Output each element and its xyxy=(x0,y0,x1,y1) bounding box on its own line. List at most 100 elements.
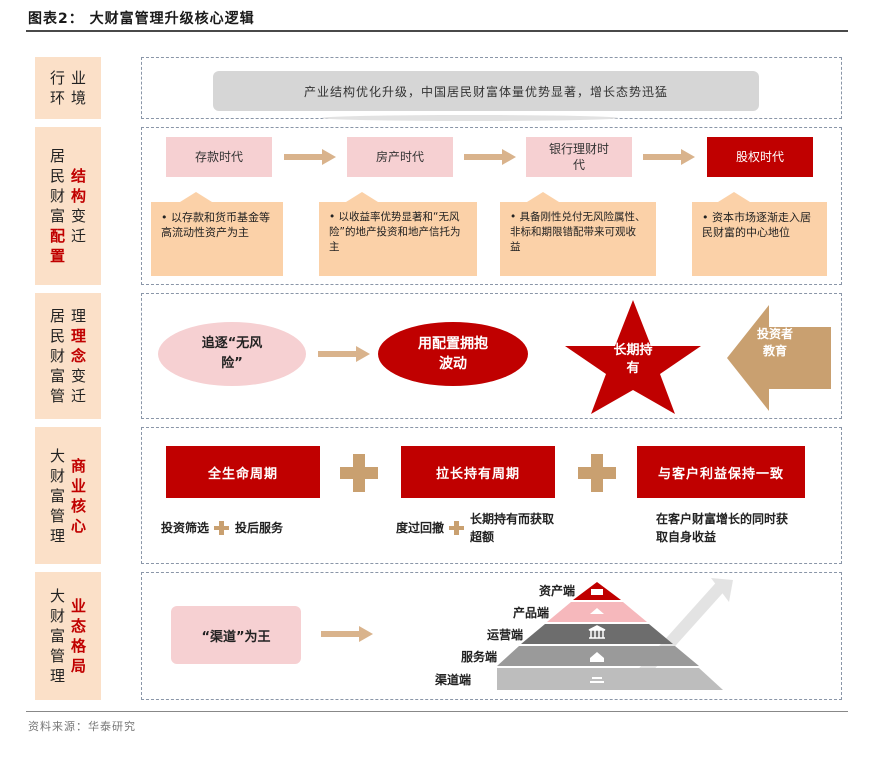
sub-holding-period: 度过回撤 长期持有而获取超额 xyxy=(396,510,558,546)
channel-pill: “渠道”为王 xyxy=(171,606,301,664)
plus-small-icon xyxy=(449,521,465,535)
home-icon xyxy=(590,608,604,614)
side-char: 境 xyxy=(71,89,87,107)
callout-deposit: • 以存款和货币基金等高流动性资产为主 xyxy=(151,202,283,276)
source-note: 资料来源：华泰研究 xyxy=(28,720,136,733)
callout-notch xyxy=(180,192,212,202)
arrow-right-icon xyxy=(321,626,373,642)
title-divider xyxy=(26,30,848,32)
side-char: 管 xyxy=(49,647,65,665)
era-deposit: 存款时代 xyxy=(166,137,272,177)
sub-item: 度过回撤 xyxy=(396,521,445,535)
side-char: 居 xyxy=(49,147,65,165)
callout-notch xyxy=(346,192,378,202)
side-label-layout: 大 财 富 管 理 业 态 格 局 xyxy=(35,572,101,700)
side-char: 配 xyxy=(49,227,65,245)
side-char: 理 xyxy=(49,667,65,685)
side-char: 环 xyxy=(49,89,65,107)
side-char: 富 xyxy=(49,627,65,645)
callout-bank-wealth: • 具备刚性兑付无风险属性、非标和期限错配带来可观收益 xyxy=(500,202,656,276)
pyramid-tier-channel xyxy=(497,668,723,690)
pyramid-label-product: 产品端 xyxy=(512,606,549,620)
side-char: 财 xyxy=(49,607,65,625)
house-icon xyxy=(590,652,604,662)
pyramid-label-asset: 资产端 xyxy=(538,584,575,598)
oval-no-risk: 追逐“无风险” xyxy=(158,322,306,386)
pyramid-tier-operation xyxy=(521,624,673,644)
sub-lifecycle: 投资筛选 投后服务 xyxy=(161,519,283,537)
star-label: 长期持有 xyxy=(613,343,653,376)
side-char: 业 xyxy=(71,476,87,495)
side-char: 管 xyxy=(49,387,65,405)
box-holding-period: 拉长持有周期 xyxy=(401,446,555,498)
side-label-structure: 居 民 财 富 配 置 结 构 变 迁 xyxy=(35,127,101,285)
arrow-right-icon xyxy=(318,346,370,362)
side-char: 财 xyxy=(49,347,65,365)
industry-banner: 产业结构优化升级，中国居民财富体量优势显著，增长态势迅猛 xyxy=(213,71,759,111)
building-icon xyxy=(588,625,606,639)
pyramid-label-operation: 运营端 xyxy=(486,628,523,642)
sub-item: 投后服务 xyxy=(235,521,284,535)
side-label-industry: 行环 业境 xyxy=(35,57,101,119)
side-char: 构 xyxy=(71,187,87,205)
arrow-right-icon xyxy=(464,149,516,165)
arrow-left-icon xyxy=(727,305,831,411)
side-char: 念 xyxy=(71,347,87,365)
side-char: 迁 xyxy=(71,227,87,245)
side-char: 民 xyxy=(49,327,65,345)
side-char: 态 xyxy=(71,617,87,635)
plus-small-icon xyxy=(214,521,230,535)
oval-allocation: 用配置拥抱波动 xyxy=(378,322,528,386)
side-char: 商 xyxy=(71,456,87,475)
box-aligned-interest: 与客户利益保持一致 xyxy=(637,446,805,498)
side-char: 居 xyxy=(49,307,65,325)
arrow-right-icon xyxy=(284,149,336,165)
side-label-concept: 居 民 财 富 管 理 理 念 变 迁 xyxy=(35,293,101,419)
side-char: 大 xyxy=(49,587,65,605)
side-char: 变 xyxy=(71,367,87,385)
side-char: 业 xyxy=(71,597,87,615)
side-char: 结 xyxy=(71,167,87,185)
side-char: 财 xyxy=(49,187,65,205)
pyramid-label-channel: 渠道端 xyxy=(434,673,471,687)
callout-equity: • 资本市场逐渐走入居民财富的中心地位 xyxy=(692,202,827,276)
pyramid xyxy=(497,578,733,690)
era-equity: 股权时代 xyxy=(707,137,813,177)
side-char: 局 xyxy=(71,657,87,675)
side-char: 富 xyxy=(49,367,65,385)
arrow-right-icon xyxy=(643,149,695,165)
box-lifecycle: 全生命周期 xyxy=(166,446,320,498)
side-char: 行 xyxy=(49,69,65,87)
side-char: 格 xyxy=(71,637,87,655)
side-char: 业 xyxy=(71,69,87,87)
side-char: 理 xyxy=(71,327,87,345)
era-bank-wealth: 银行理财时代 xyxy=(526,137,632,177)
plus-icon xyxy=(340,454,378,492)
side-char: 变 xyxy=(71,207,87,225)
sub-aligned-interest: 在客户财富增长的同时获取自身收益 xyxy=(656,512,789,544)
side-label-business: 大 财 富 管 理 商 业 核 心 xyxy=(35,427,101,564)
pyramid-label-service: 服务端 xyxy=(460,650,497,664)
star-icon xyxy=(565,300,701,414)
side-char: 富 xyxy=(49,207,65,225)
counter-icon xyxy=(590,677,604,683)
callout-notch xyxy=(527,192,559,202)
sub-item: 长期持有而获取超额 xyxy=(470,512,555,544)
arrow-label: 投资者教育 xyxy=(756,327,793,358)
side-char: 置 xyxy=(49,247,65,265)
banner-shadow xyxy=(322,115,618,121)
callout-property: • 以收益率优势显著和“无风险”的地产投资和地产信托为主 xyxy=(319,202,477,276)
sub-item: 投资筛选 xyxy=(161,521,210,535)
side-char: 理 xyxy=(71,307,87,325)
side-char: 核 xyxy=(71,496,87,515)
side-char: 富 xyxy=(49,486,65,505)
bank-icon xyxy=(591,589,603,595)
side-char: 理 xyxy=(49,526,65,545)
era-property: 房产时代 xyxy=(347,137,453,177)
figure-title: 图表2： 大财富管理升级核心逻辑 xyxy=(28,11,255,27)
plus-icon xyxy=(578,454,616,492)
callout-notch xyxy=(718,192,750,202)
side-char: 迁 xyxy=(71,387,87,405)
side-char: 心 xyxy=(71,516,87,535)
side-char: 财 xyxy=(49,466,65,485)
